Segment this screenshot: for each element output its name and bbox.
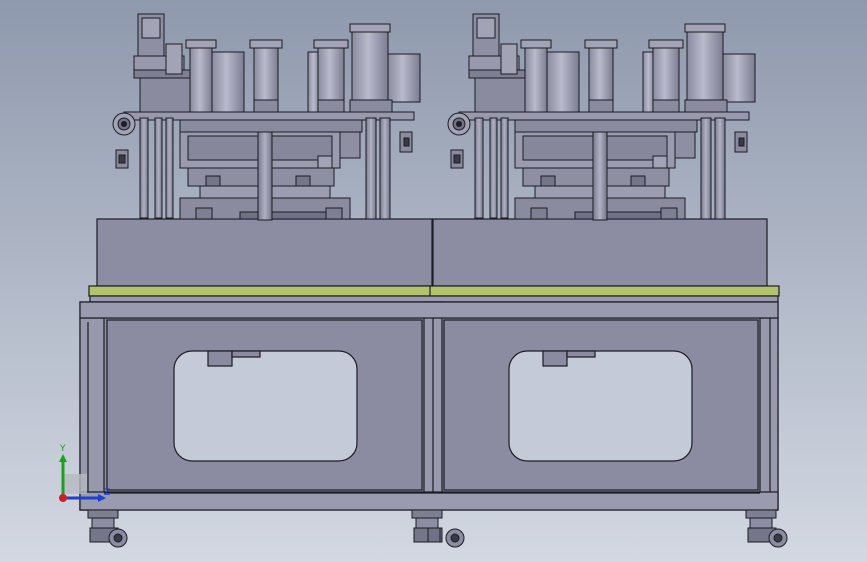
press-module-right	[447, 13, 756, 221]
caster-right	[745, 509, 788, 548]
caster-middle	[411, 509, 465, 548]
window-right	[508, 350, 693, 462]
axis-z-label: Z	[104, 488, 110, 498]
axis-triad: Y Z	[59, 444, 110, 502]
machine-frame	[79, 218, 780, 511]
window-left	[173, 350, 358, 462]
press-module-left	[112, 13, 421, 221]
casters	[87, 509, 788, 548]
upper-box-left	[96, 218, 433, 287]
caster-left	[87, 509, 128, 548]
axis-y-label: Y	[59, 444, 66, 454]
upper-box-right	[432, 218, 768, 287]
top-plate	[88, 285, 780, 297]
